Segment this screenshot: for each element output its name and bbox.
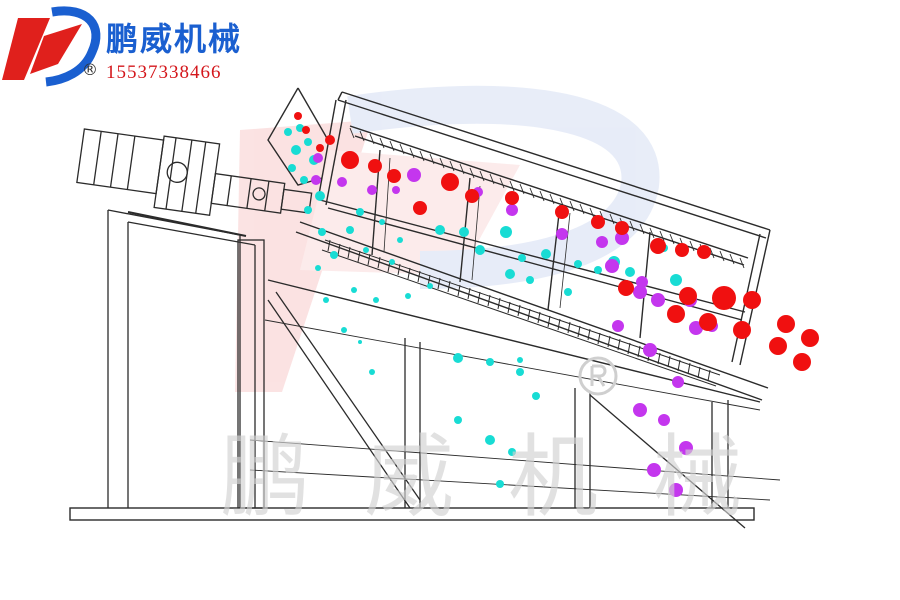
particles-red [294,112,819,371]
registered-mark: ® [82,60,98,79]
company-logo [2,6,101,87]
lower-support-structure [249,291,781,529]
company-name: 鹏威机械 [106,20,243,58]
logo-watermark-graphic [235,85,660,392]
phone-number: 15537338466 [106,62,222,83]
watermark-text: 鹏威机械 [220,425,796,530]
particles-cyan [284,124,694,488]
drive-motor-assembly [76,128,313,237]
ground-base [69,507,755,521]
registered-watermark [578,356,618,396]
